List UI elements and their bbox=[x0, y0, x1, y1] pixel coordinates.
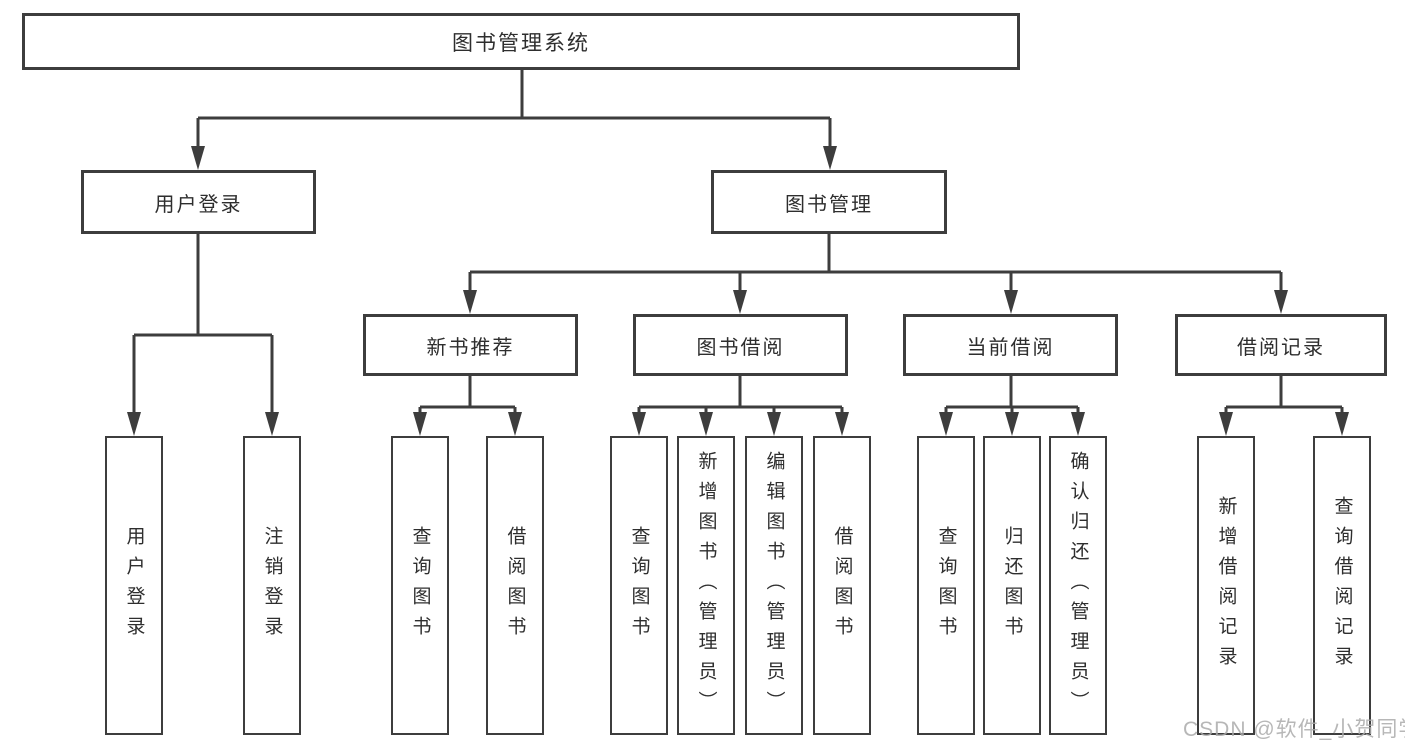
node-query-borrow-record: 查询借阅记录 bbox=[1313, 436, 1371, 735]
node-label: 当前借阅 bbox=[966, 336, 1055, 359]
watermark: CSDN @软件_小贺同学 bbox=[1183, 718, 1405, 741]
node-label: 新书推荐 bbox=[426, 336, 515, 359]
node-label: 查询图书 bbox=[409, 525, 431, 646]
node-add-borrow-record: 新增借阅记录 bbox=[1197, 436, 1255, 735]
node-user-login-action: 用户登录 bbox=[105, 436, 163, 735]
node-label: 确认归还（管理员） bbox=[1067, 450, 1089, 721]
node-add-books-admin: 新增图书（管理员） bbox=[677, 436, 735, 735]
node-label: 用户登录 bbox=[123, 525, 145, 646]
node-label: 借阅记录 bbox=[1237, 336, 1325, 359]
node-edit-books-admin: 编辑图书（管理员） bbox=[745, 436, 803, 735]
node-label: 查询借阅记录 bbox=[1331, 495, 1353, 676]
node-library-management-system: 图书管理系统 bbox=[22, 13, 1020, 70]
node-current-borrowing: 当前借阅 bbox=[903, 314, 1118, 376]
node-borrowing-records: 借阅记录 bbox=[1175, 314, 1387, 376]
node-label: 图书管理 bbox=[785, 193, 873, 216]
node-borrow-books-borrowing: 借阅图书 bbox=[813, 436, 871, 735]
node-book-borrowing: 图书借阅 bbox=[633, 314, 848, 376]
node-label: 借阅图书 bbox=[504, 525, 526, 646]
node-label: 查询图书 bbox=[628, 525, 650, 646]
node-label: 新增图书（管理员） bbox=[695, 450, 717, 721]
node-label: 注销登录 bbox=[261, 525, 283, 646]
node-query-books-current: 查询图书 bbox=[917, 436, 975, 735]
node-logout-action: 注销登录 bbox=[243, 436, 301, 735]
node-label: 图书借阅 bbox=[696, 336, 785, 359]
node-user-login: 用户登录 bbox=[81, 170, 316, 234]
node-confirm-return-admin: 确认归还（管理员） bbox=[1049, 436, 1107, 735]
node-label: 归还图书 bbox=[1001, 525, 1023, 646]
node-borrow-books-recommend: 借阅图书 bbox=[486, 436, 544, 735]
node-new-book-recommendation: 新书推荐 bbox=[363, 314, 578, 376]
node-label: 新增借阅记录 bbox=[1215, 495, 1237, 676]
node-label: 借阅图书 bbox=[831, 525, 853, 646]
node-query-books-recommend: 查询图书 bbox=[391, 436, 449, 735]
node-label: 用户登录 bbox=[154, 193, 243, 216]
node-book-management: 图书管理 bbox=[711, 170, 947, 234]
node-query-books-borrowing: 查询图书 bbox=[610, 436, 668, 735]
node-label: 图书管理系统 bbox=[452, 31, 590, 55]
node-label: 编辑图书（管理员） bbox=[763, 450, 785, 721]
node-label: 查询图书 bbox=[935, 525, 957, 646]
node-return-books: 归还图书 bbox=[983, 436, 1041, 735]
